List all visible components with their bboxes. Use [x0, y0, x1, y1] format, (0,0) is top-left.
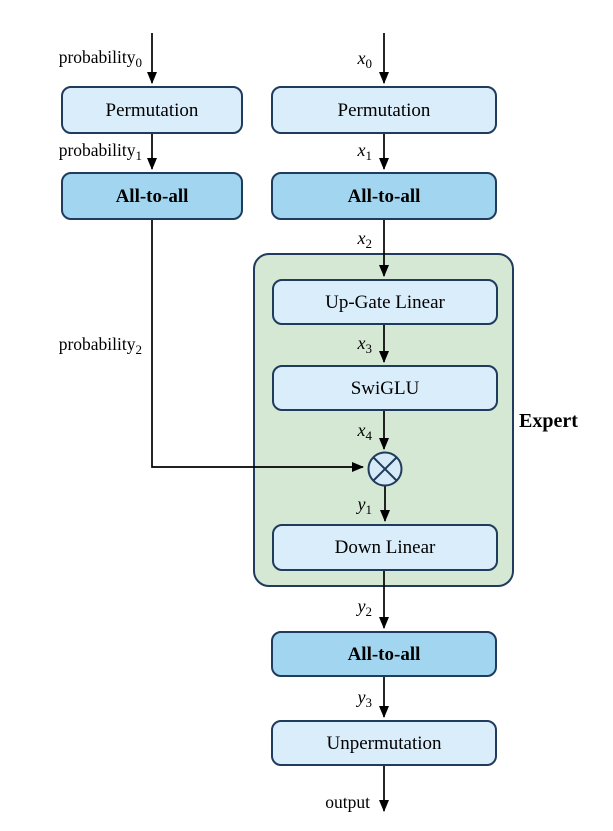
edge-label-x1: x1 [357, 140, 373, 163]
unpermutation-box: Unpermutation [271, 720, 497, 766]
permutation-box-right: Permutation [271, 86, 497, 134]
edge-label-probability0: probability0 [58, 47, 142, 70]
up-gate-linear-label: Up-Gate Linear [325, 291, 445, 313]
all-to-all-box-bottom: All-to-all [271, 631, 497, 677]
edge-label-x2: x2 [357, 228, 373, 251]
swiglu-box: SwiGLU [272, 365, 498, 411]
unpermutation-label: Unpermutation [326, 732, 442, 754]
all-to-all-left-label: All-to-all [115, 185, 189, 207]
swiglu-label: SwiGLU [350, 377, 420, 399]
permutation-right-label: Permutation [337, 99, 431, 121]
all-to-all-bottom-label: All-to-all [347, 643, 421, 665]
edge-label-y3: y3 [357, 687, 373, 710]
edge-label-output: output [325, 792, 370, 812]
edge-label-probability2: probability2 [58, 334, 142, 357]
permutation-box-left: Permutation [61, 86, 243, 134]
permutation-left-label: Permutation [105, 99, 199, 121]
down-linear-box: Down Linear [272, 524, 498, 571]
edge-label-x4: x4 [357, 420, 373, 443]
all-to-all-box-left: All-to-all [61, 172, 243, 220]
all-to-all-right-label: All-to-all [347, 185, 421, 207]
expert-group-label: Expert [519, 410, 578, 432]
edge-label-probability1: probability1 [58, 140, 142, 163]
edge-label-y1: y1 [357, 494, 373, 517]
edge-label-x0: x0 [357, 48, 373, 71]
all-to-all-box-right: All-to-all [271, 172, 497, 220]
edge-label-y2: y2 [357, 596, 373, 619]
edge-label-x3: x3 [357, 333, 373, 356]
up-gate-linear-box: Up-Gate Linear [272, 279, 498, 325]
down-linear-label: Down Linear [334, 537, 436, 558]
